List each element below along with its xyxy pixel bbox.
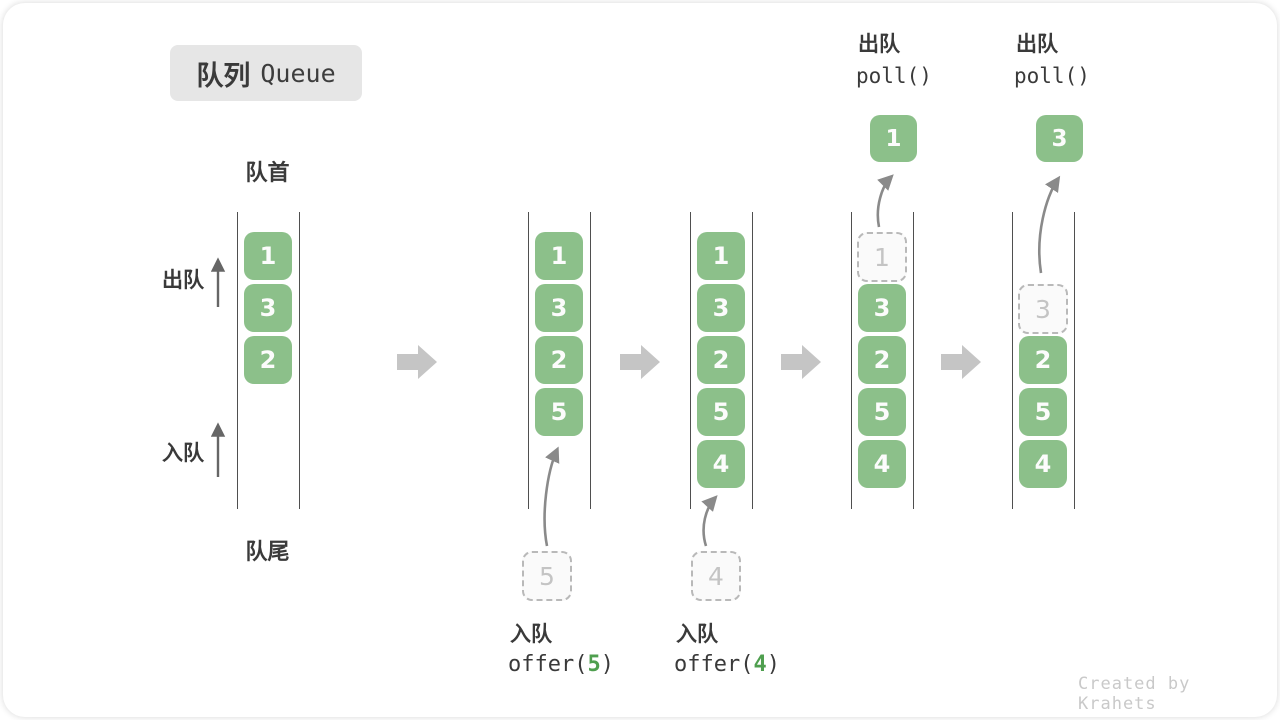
queue-item: 5 [858, 388, 906, 436]
queue-item: 4 [697, 440, 745, 488]
enqueue-caption: 入队 [676, 623, 718, 646]
dequeue-code: poll() [856, 64, 932, 88]
enqueue-side-label: 入队 [162, 442, 204, 465]
title-zh: 队列 [196, 60, 251, 91]
dequeue-code: poll() [1014, 64, 1090, 88]
queue-column-5: 3 2 5 4 [1012, 212, 1075, 509]
incoming-item: 5 [522, 551, 572, 601]
queue-item: 1 [244, 232, 292, 280]
queue-item: 1 [697, 232, 745, 280]
ghost-item: 1 [857, 232, 907, 282]
queue-item: 2 [858, 336, 906, 384]
dequeue-side-label: 出队 [162, 269, 204, 292]
queue-item: 3 [858, 284, 906, 332]
queue-column-3: 1 3 2 5 4 [690, 212, 753, 509]
queue-item: 2 [1019, 336, 1067, 384]
transition-arrow-icon [781, 345, 821, 379]
queue-item: 5 [697, 388, 745, 436]
queue-rear-label: 队尾 [245, 539, 290, 564]
queue-item: 3 [697, 284, 745, 332]
transition-arrow-icon [397, 345, 437, 379]
queue-column-4: 1 3 2 5 4 [851, 212, 914, 509]
queue-item: 3 [244, 284, 292, 332]
enqueue-code: offer(4) [674, 652, 780, 677]
enqueue-code: offer(5) [508, 652, 614, 677]
queue-front-label: 队首 [245, 160, 290, 185]
dequeued-item: 1 [870, 115, 917, 162]
queue-column-2: 1 3 2 5 [528, 212, 591, 509]
queue-item: 5 [535, 388, 583, 436]
watermark: Created by Krahets [1078, 674, 1191, 714]
ghost-item: 3 [1018, 284, 1068, 334]
dequeue-caption: 出队 [858, 33, 900, 56]
queue-item: 1 [535, 232, 583, 280]
queue-item: 3 [535, 284, 583, 332]
transition-arrow-icon [620, 345, 660, 379]
queue-item: 4 [1019, 440, 1067, 488]
queue-item: 5 [1019, 388, 1067, 436]
title-badge: 队列 Queue [170, 45, 362, 101]
dequeue-caption: 出队 [1016, 33, 1058, 56]
queue-item: 2 [535, 336, 583, 384]
transition-arrow-icon [941, 345, 981, 379]
enqueue-caption: 入队 [510, 623, 552, 646]
queue-item: 4 [858, 440, 906, 488]
queue-item: 2 [697, 336, 745, 384]
queue-column-1: 1 3 2 [237, 212, 300, 509]
title-en: Queue [260, 58, 336, 88]
queue-item: 2 [244, 336, 292, 384]
incoming-item: 4 [691, 551, 741, 601]
dequeued-item: 3 [1036, 115, 1083, 162]
